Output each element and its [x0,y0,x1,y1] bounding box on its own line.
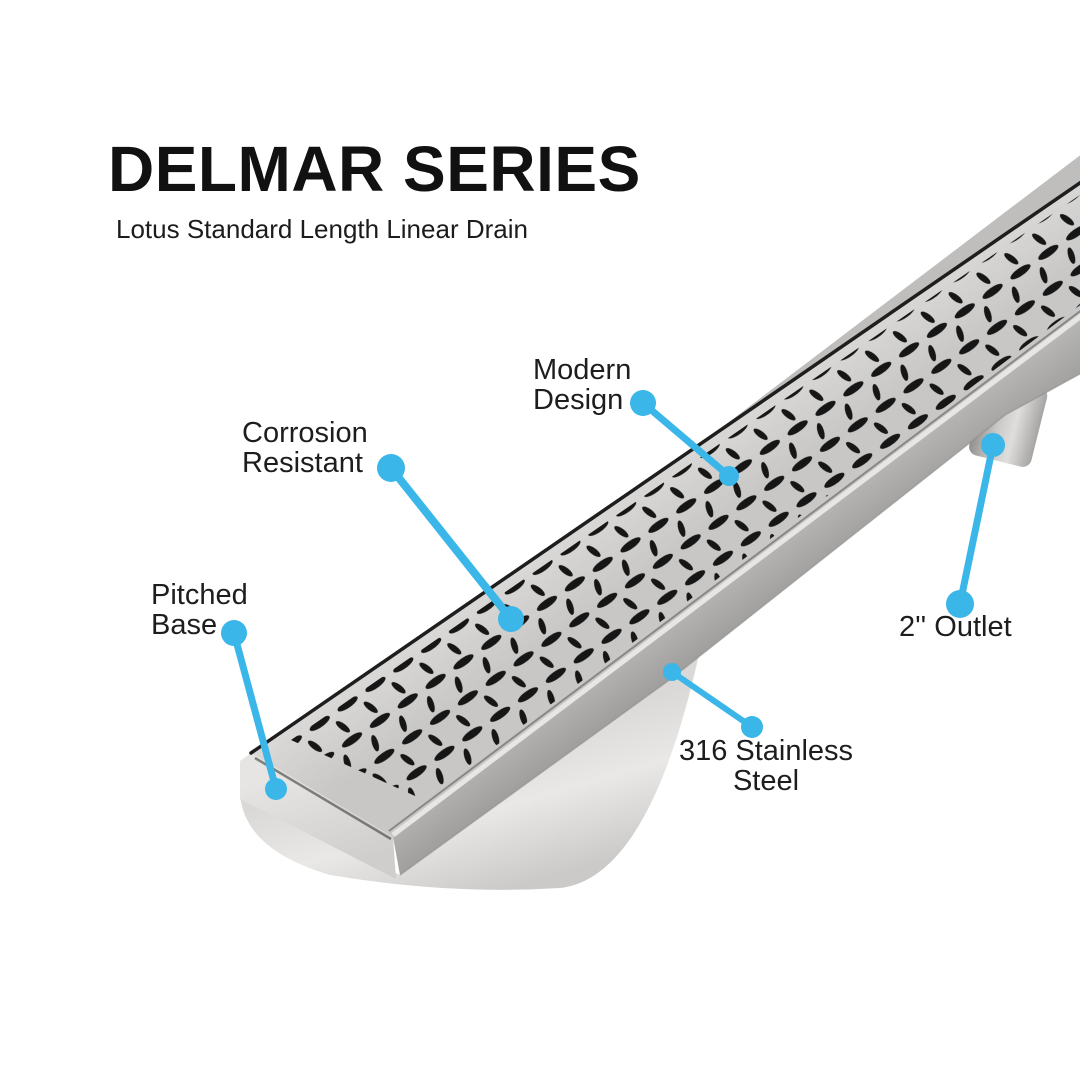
pitched-base-dot [221,620,247,646]
callout-text: Steel [732,765,800,797]
side-rim-face [393,320,1080,875]
modern-design-target-dot [719,466,739,486]
outlet-target-dot [981,433,1005,457]
callout-dots [221,390,1005,800]
modern-design-dot [630,390,656,416]
outlet-dot [946,590,974,618]
callout-text: Pitched [151,579,248,611]
bottom-groove-line [388,310,1080,832]
corrosion-resistant-target-dot [498,606,524,632]
pitched-base-target-dot [265,778,287,800]
channel-body [240,650,700,890]
flange-highlight [391,313,1080,837]
page-subtitle: Lotus Standard Length Linear Drain [116,214,528,245]
callout-label-pitched-base: Pitched Base [151,580,248,640]
skirt-bottom-edge [399,372,1080,876]
grate-top-edge-line [249,180,1080,755]
corrosion-resistant-dot [377,454,405,482]
callout-text: Modern [533,354,632,386]
outlet-line [956,441,997,608]
stainless-steel-line [669,669,755,730]
corrosion-resistant-line [387,464,515,623]
far-rim-edge [700,155,1080,444]
callout-text: Design [533,384,624,416]
stainless-steel-dot [741,716,763,738]
modern-design-line [639,399,733,480]
pitched-base-line [230,629,280,793]
callout-connectors [230,399,997,793]
callout-text: 316 Stainless [678,735,854,767]
page-title: DELMAR SERIES [108,133,641,205]
stainless-steel-target-dot [663,663,681,681]
end-groove-line [254,756,392,841]
callout-text: Resistant [242,447,363,479]
callout-label-outlet: 2'' Outlet [899,612,1012,642]
callout-label-stainless-steel: 316 Stainless Steel [641,736,891,796]
header: DELMAR SERIES Lotus Standard Length Line… [108,133,641,245]
callout-label-modern-design: Modern Design [533,355,631,415]
callout-text: 2'' Outlet [899,611,1012,643]
callout-text: Base [151,609,218,641]
callout-label-corrosion-resistant: Corrosion Resistant [242,418,368,478]
callout-text: Corrosion [242,417,368,449]
